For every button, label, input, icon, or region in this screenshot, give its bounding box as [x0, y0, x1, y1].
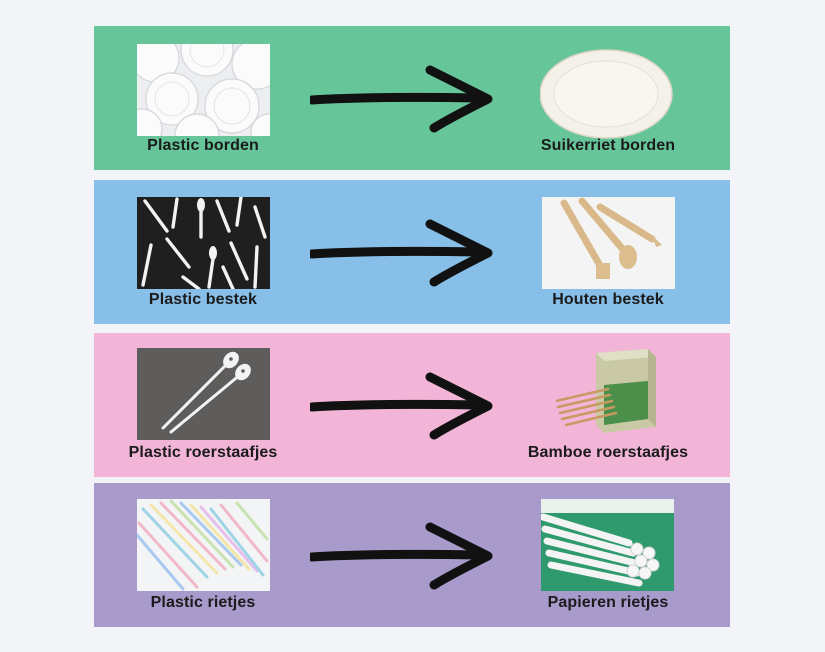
right-arrow-icon: [310, 218, 494, 288]
row-stirrers: Plastic roerstaafjes Bamboe roerstaafjes: [94, 333, 730, 477]
plastic-stirrers-photo: [137, 348, 270, 440]
left-label: Plastic roerstaafjes: [128, 444, 278, 461]
row-plates: Plastic borden Suikerriet borden: [94, 26, 730, 170]
row-cutlery: Plastic bestek Houten bestek: [94, 180, 730, 324]
right-label: Houten bestek: [552, 291, 664, 308]
right-arrow-icon: [310, 521, 494, 591]
left-label: Plastic bestek: [148, 291, 258, 308]
bamboo-stirrers-photo: [556, 345, 660, 435]
left-label: Plastic rietjes: [150, 594, 256, 611]
row-straws: Plastic rietjes: [94, 483, 730, 627]
paper-straws-photo: [541, 499, 674, 591]
plastic-cutlery-photo: [137, 197, 270, 289]
right-label: Papieren rietjes: [547, 594, 669, 611]
right-arrow-icon: [310, 64, 494, 134]
wooden-cutlery-photo: [542, 197, 675, 289]
right-arrow-icon: [310, 371, 494, 441]
plastic-plates-photo: [137, 44, 270, 136]
plastic-straws-photo: [137, 499, 270, 591]
right-label: Suikerriet borden: [540, 137, 676, 154]
right-label: Bamboe roerstaafjes: [527, 444, 689, 461]
left-label: Plastic borden: [147, 137, 259, 154]
sugarcane-plate-photo: [540, 44, 673, 139]
